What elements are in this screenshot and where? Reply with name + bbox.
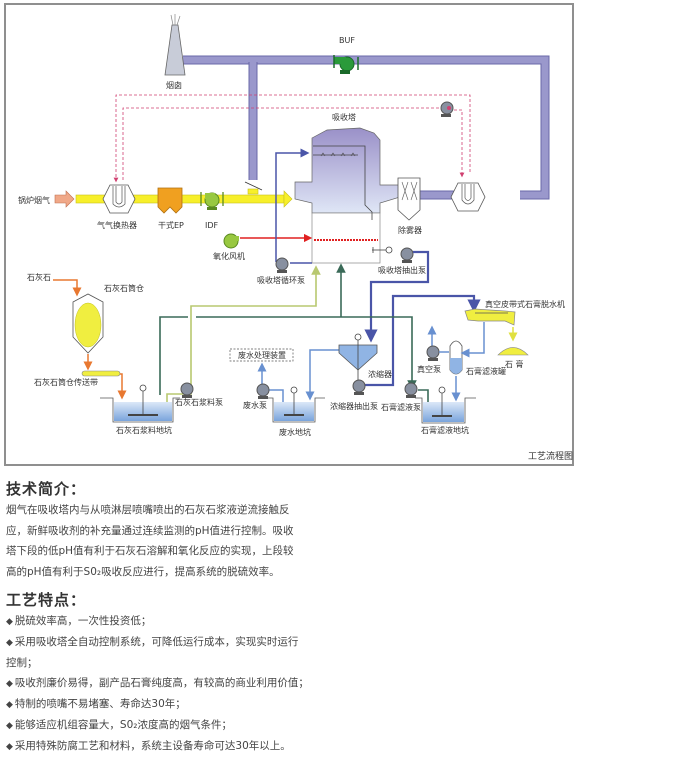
thickener-pump-icon [352,379,366,395]
intro-line: 塔下段的低pH值有利于石灰石溶解和氧化反应的实现，上段较 [6,545,294,557]
feature-item: ◆特制的喷嘴不易堵塞、寿命达30年； [6,698,186,710]
bleed-line [364,250,430,343]
filtrate-pump-icon [404,382,418,398]
chimney-label: 烟囱 [166,80,182,90]
belt-filter-icon [464,308,516,326]
ggh-label: 气气换热器 [97,220,137,230]
thickener-icon [338,333,378,380]
filtrate-pump-line [418,389,429,407]
buf-fan-icon [333,55,359,74]
slurry-pump-label: 石灰石浆料泵 [175,397,223,407]
ggh-outlet-icon [450,182,486,212]
slurry-pump-icon [180,382,194,398]
circulation-line [275,153,312,264]
dry-ep-icon [157,187,183,214]
slurry-pit-icon [100,384,180,423]
oxidation-fan-icon [223,233,239,249]
bullet-diamond-icon: ◆ [6,742,13,752]
feature-item: ◆采用吸收塔全自动控制系统，可降低运行成本，实现实时运行 [6,636,299,648]
intro-line: 应，新鲜吸收剂的补充量通过连续监测的pH值进行控制。吸收 [6,524,294,537]
boiler-gas-arrow-icon [54,190,75,208]
filtrate-pit-icon [415,386,476,424]
intro-line: 高的pH值有利于S0₂吸收反应进行，提高系统的脱硫效率。 [6,565,280,578]
buf-label: BUF [339,36,355,45]
filtrate-tank-label: 石膏滤液罐 [466,366,506,376]
vacuum-pump-icon [426,345,440,361]
silo-conveyor-icon [81,370,121,377]
bleed-pump-icon [400,247,414,263]
demister-label: 除雾器 [398,225,422,235]
raw-flue-gas-arrow-icon [283,190,293,208]
vacuum-pump-label: 真空泵 [417,364,441,374]
return-water-line [159,316,412,395]
feature-item-continuation: 控制； [6,657,38,669]
thickener-pump-label: 浓缩器抽出泵 [330,401,378,411]
demister-icon [397,177,421,221]
feature-item: ◆脱硫效率高，一次性投资低； [6,615,152,627]
circulation-pump-icon [275,257,289,273]
control-pump-icon [440,101,454,117]
boiler-gas-label: 锅炉烟气 [18,195,50,205]
bullet-diamond-icon: ◆ [6,617,13,627]
limestone-feed-line [53,279,82,297]
filtrate-tank-icon [449,340,463,375]
process-flow-diagram-frame [4,3,574,466]
wastewater-pit-label: 废水地坑 [279,427,311,437]
control-dashed-lines [113,94,471,183]
wastewater-pump-label: 废水泵 [243,400,267,410]
silo-conveyor-label: 石灰石筒仓传送带 [34,377,98,387]
idf-fan-icon [200,192,224,210]
conveyor-discharge-line [117,373,127,400]
text-section: 技术简介： 烟气在吸收塔内与从喷淋层喷嘴喷出的石灰石浆液逆流接触反 应，新鲜吸收… [6,478,326,757]
idf-label: IDF [205,221,219,230]
filtrate-pit-label: 石膏滤液地坑 [421,425,469,435]
wastewater-pump-line [268,389,284,405]
process-flow-diagram: 烟囱 BUF 锅炉烟气 气气换热器 干式EP [18,14,573,462]
wastewater-pit-icon [265,386,325,423]
limestone-slurry-line [166,265,321,405]
bleed-pump-label: 吸收塔抽出泵 [378,265,426,275]
wastewater-treatment-box [229,348,294,362]
bypass-damper-icon [244,181,263,195]
bullet-diamond-icon: ◆ [6,679,13,689]
feature-item: ◆能够适应机组容量大，S0₂浓度高的烟气条件； [6,719,232,731]
slurry-pit-label: 石灰石浆料地坑 [116,425,172,435]
limestone-label: 石灰石 [27,272,51,282]
chimney-icon [164,14,186,76]
intro-line: 烟气在吸收塔内与从喷淋层喷嘴喷出的石灰石浆液逆流接触反 [6,504,290,516]
bleed-valve-icon [372,246,393,254]
gypsum-pile-icon [497,347,529,356]
wastewater-treatment-label: 废水处理装置 [238,350,286,360]
thickener-label: 浓缩器 [368,369,392,379]
oxidation-fan-label: 氧化风机 [213,251,245,261]
limestone-silo-label: 石灰石筒仓 [104,283,144,293]
filtrate-pump-label: 石膏滤液泵 [381,402,421,412]
dry-ep-label: 干式EP [158,220,184,230]
intro-title: 技术简介： [6,480,87,498]
features-title: 工艺特点： [6,591,87,609]
bullet-diamond-icon: ◆ [6,700,13,710]
circulation-pump-label: 吸收塔循环泵 [257,275,305,285]
wastewater-pump-icon [256,383,270,399]
filter-filtrate-line [460,322,485,358]
bullet-diamond-icon: ◆ [6,638,13,648]
diagram-caption: 工艺流程图 [528,450,573,462]
bullet-diamond-icon: ◆ [6,721,13,731]
thickener-underflow-line [362,294,481,387]
absorber-label: 吸收塔 [332,112,356,122]
feature-item: ◆吸收剂廉价易得，副产品石膏纯度高，有较高的商业利用价值； [6,677,309,689]
ggh-inlet-icon [102,184,136,214]
limestone-silo-icon [72,293,104,354]
belt-filter-label: 真空皮带式石膏脱水机 [485,299,565,309]
gypsum-label: 石 膏 [505,359,524,369]
feature-item: ◆采用特殊防腐工艺和材料，系统主设备寿命可达30年以上。 [6,740,291,752]
absorber-tower-icon [294,127,401,264]
thickener-overflow-line [305,349,340,401]
